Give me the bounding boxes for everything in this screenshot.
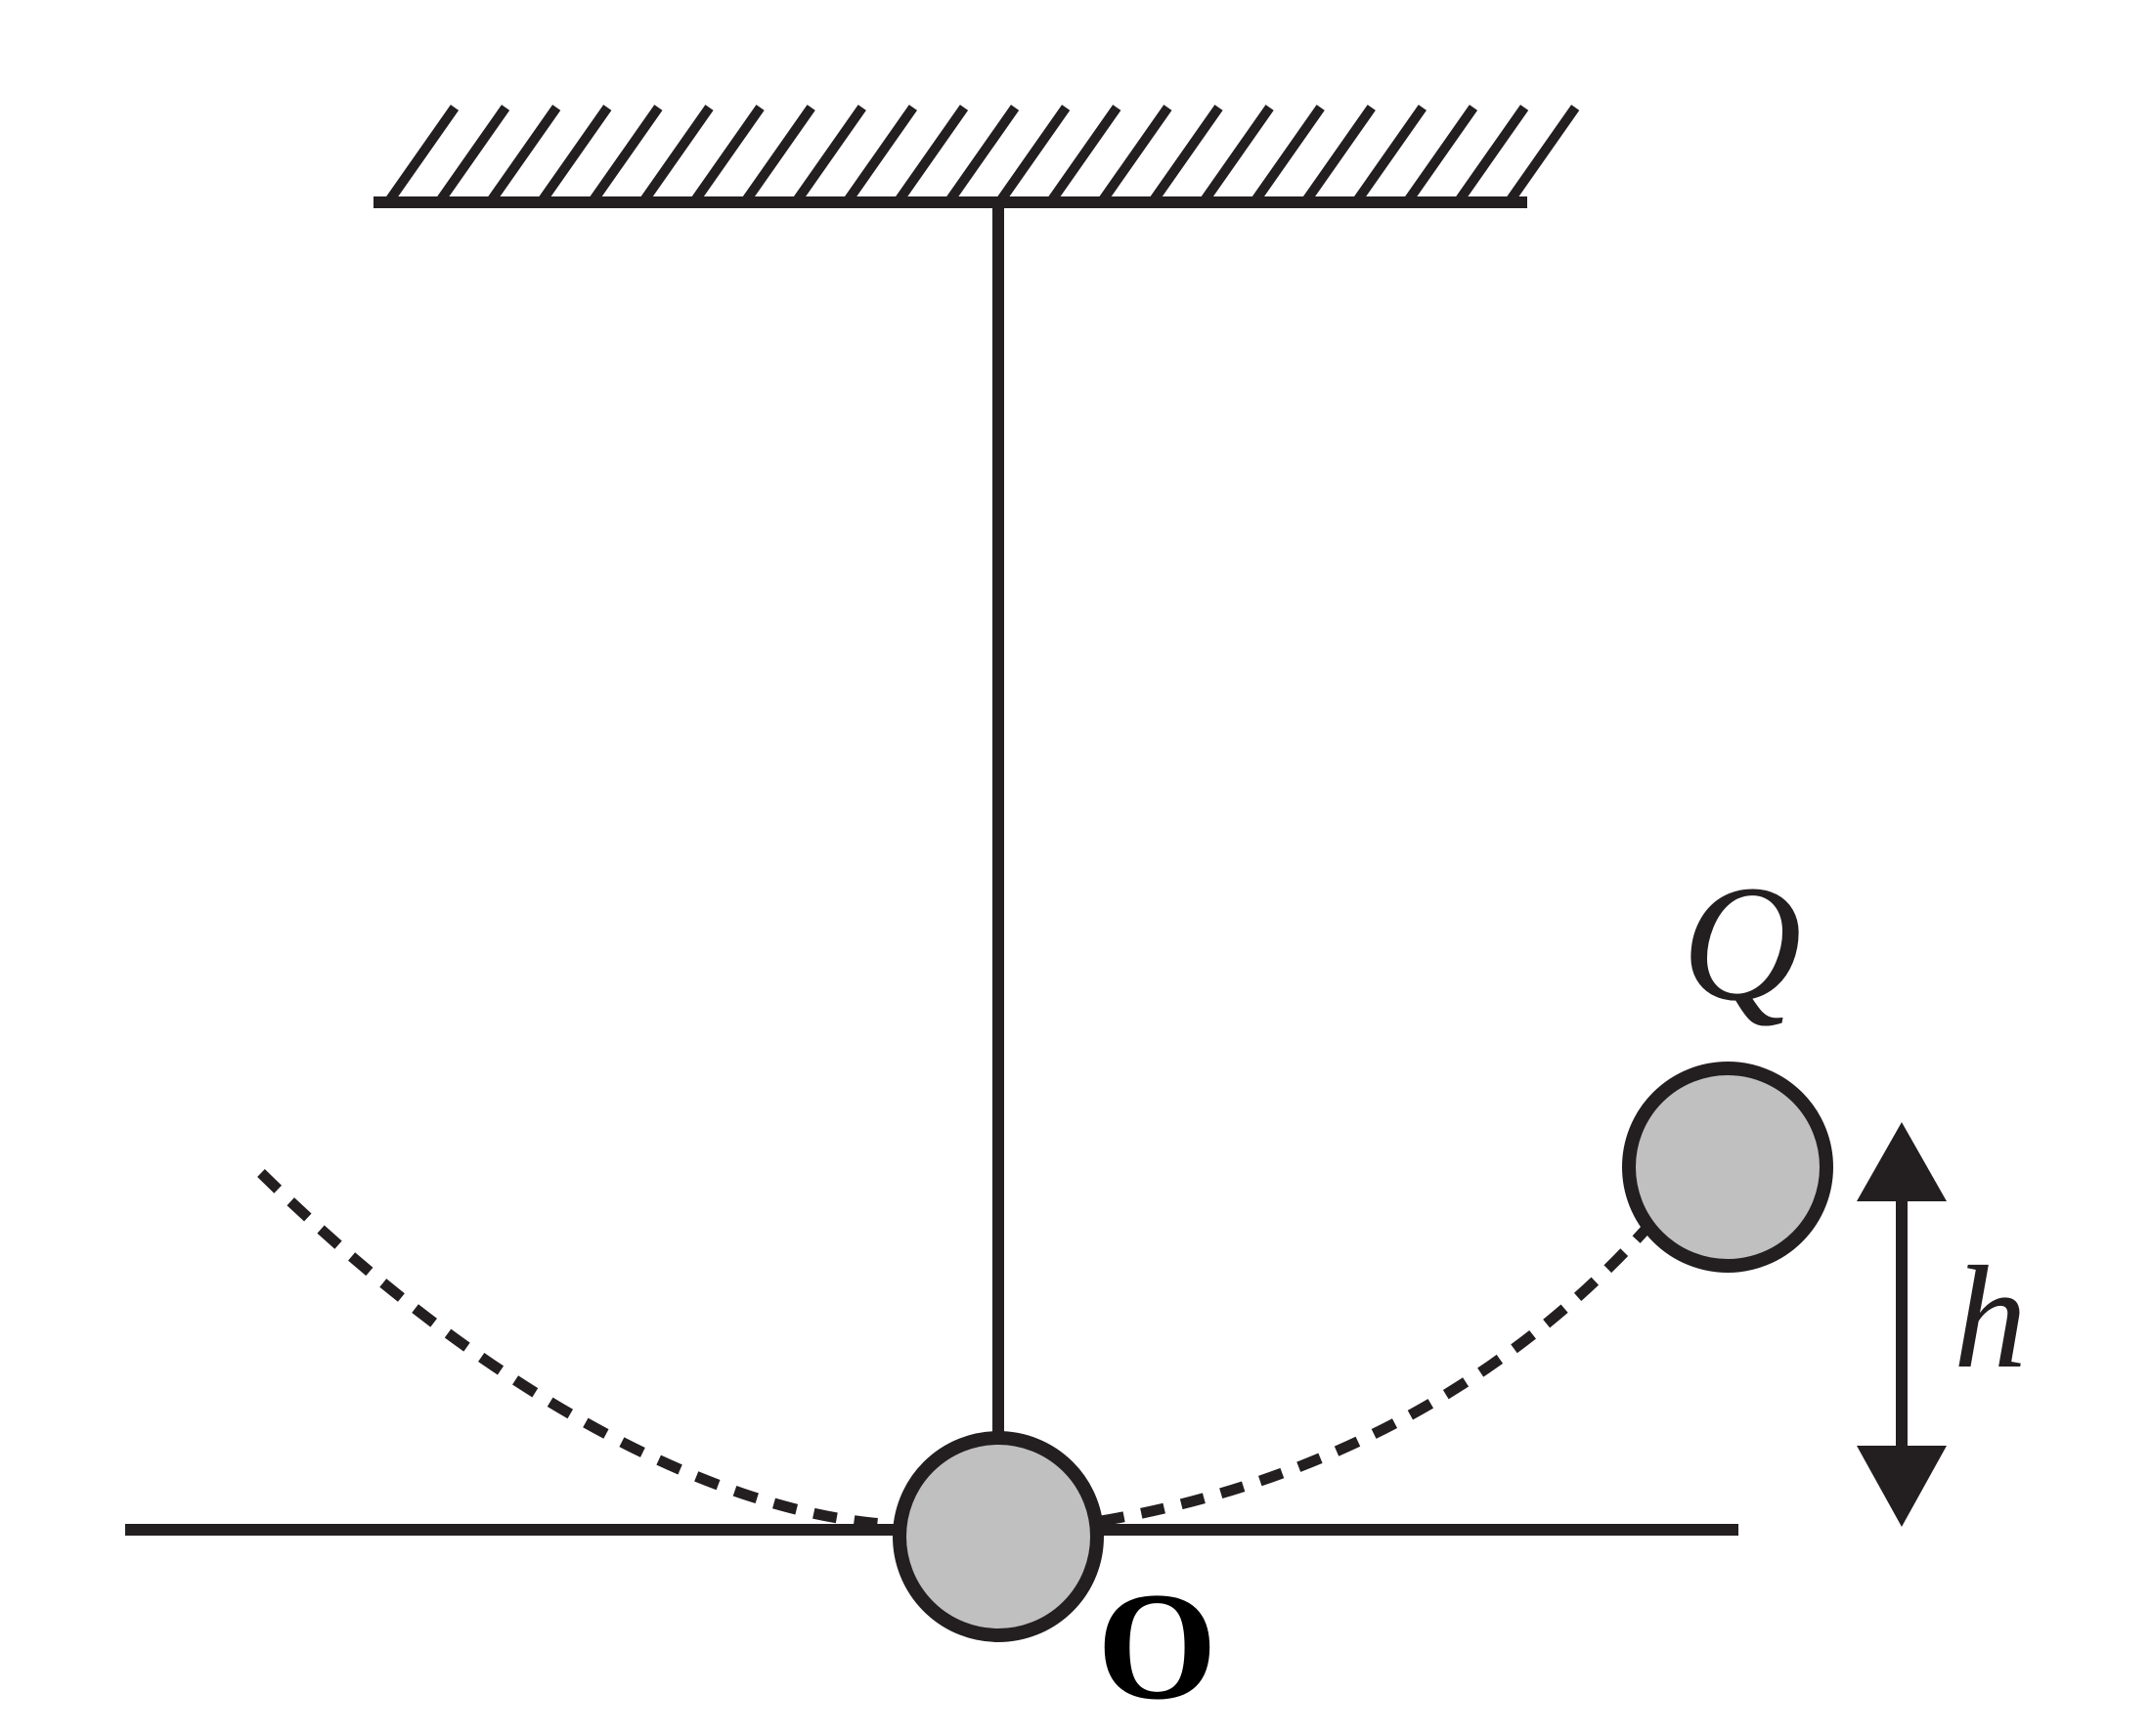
ceiling-hatch-mark xyxy=(435,105,510,205)
height-arrow-head-down xyxy=(1857,1446,1947,1527)
ceiling-hatch-mark xyxy=(588,105,663,205)
label-o: O xyxy=(1097,1561,1217,1732)
ceiling-hatch-mark xyxy=(1148,105,1223,205)
ceiling-hatch-mark xyxy=(537,105,612,205)
ceiling-hatch-mark xyxy=(1046,105,1121,205)
ceiling-hatch-mark xyxy=(1097,105,1172,205)
ceiling-hatch-mark xyxy=(842,105,917,205)
ball-at-o xyxy=(893,1431,1104,1642)
height-arrow-head-up xyxy=(1857,1122,1947,1201)
ceiling-hatch-mark xyxy=(689,105,765,205)
ceiling-hatch-mark xyxy=(1505,105,1580,205)
ceiling-hatch-mark xyxy=(486,105,561,205)
label-q: Q xyxy=(1682,851,1802,1035)
ceiling-hatch-mark xyxy=(893,105,969,205)
label-h: h xyxy=(1953,1237,2027,1399)
ceiling-hatch-mark xyxy=(791,105,866,205)
ball-at-q xyxy=(1622,1062,1833,1273)
ceiling-hatch-mark xyxy=(1199,105,1274,205)
ceiling-hatch-mark xyxy=(1402,105,1478,205)
ceiling-hatch-mark xyxy=(995,105,1071,205)
ceiling-hatch-mark xyxy=(1300,105,1376,205)
swing-path-left xyxy=(257,1169,899,1531)
ceiling-hatch xyxy=(383,105,1580,205)
ceiling-hatch-mark xyxy=(1250,105,1325,205)
ceiling-hatch-mark xyxy=(740,105,815,205)
ceiling-hatch-mark xyxy=(944,105,1020,205)
ceiling-hatch-mark xyxy=(1351,105,1427,205)
ceiling-hatch-mark xyxy=(1454,105,1529,205)
ceiling-hatch-mark xyxy=(638,105,714,205)
ceiling-hatch-mark xyxy=(383,105,460,205)
swing-path-right xyxy=(1100,1218,1657,1527)
